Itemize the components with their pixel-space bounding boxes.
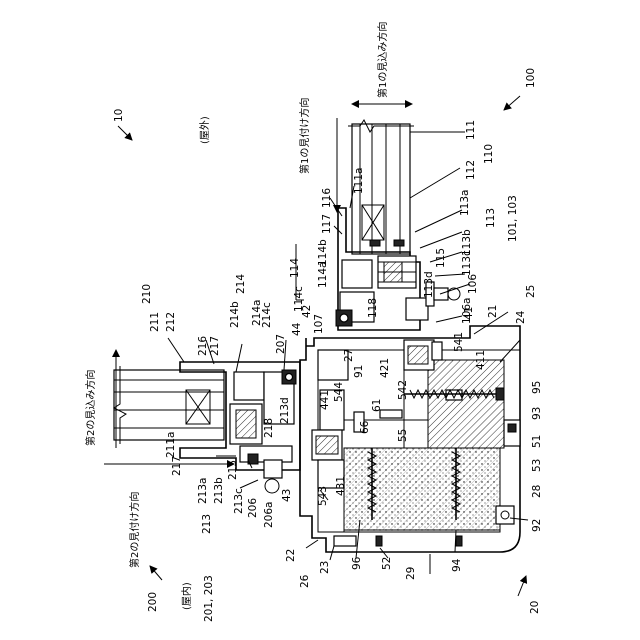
label-41: 41 <box>463 307 475 320</box>
label-28: 28 <box>531 485 543 498</box>
label-212: 212 <box>165 312 177 332</box>
label-206a: 206a <box>263 502 275 528</box>
label-543: 543 <box>317 486 329 506</box>
label-dir1-width: 第1の見付け方向 <box>298 98 311 174</box>
label-213d: 213d <box>279 397 291 424</box>
label-66: 66 <box>359 420 371 434</box>
label-dir2-depth: 第2の見込み方向 <box>84 370 97 446</box>
label-213c: 213c <box>233 488 245 514</box>
label-24: 24 <box>515 310 527 324</box>
label-dir1-depth: 第1の見込み方向 <box>376 22 389 98</box>
label-216: 216 <box>197 336 209 356</box>
label-542: 542 <box>397 380 409 400</box>
label-dir2-width: 第2の見付け方向 <box>128 492 141 568</box>
label-52: 52 <box>381 557 393 570</box>
label-113a: 113a <box>459 190 471 216</box>
label-94: 94 <box>451 558 463 572</box>
label-113c: 113c <box>461 250 473 276</box>
label-25: 25 <box>525 285 537 298</box>
label-112: 112 <box>465 160 477 180</box>
label-113: 113 <box>485 208 497 228</box>
label-53: 53 <box>531 459 543 472</box>
label-214b: 214b <box>229 301 241 328</box>
label-96: 96 <box>351 556 363 570</box>
label-29: 29 <box>405 567 417 580</box>
label-213: 213 <box>201 514 213 534</box>
label-22: 22 <box>285 549 297 562</box>
label-201-203: 201, 203 <box>203 575 215 622</box>
label-110: 110 <box>483 144 495 164</box>
label-outdoor: (屋外) <box>199 116 211 144</box>
label-441: 441 <box>319 390 331 410</box>
label-93: 93 <box>531 407 543 420</box>
label-42: 42 <box>301 305 313 318</box>
label-116: 116 <box>321 188 333 208</box>
label-111a: 111a <box>353 168 365 194</box>
label-118: 118 <box>367 298 379 318</box>
label-indoor: (屋内) <box>180 582 193 610</box>
label-111: 111 <box>465 120 477 140</box>
label-44: 44 <box>291 322 303 336</box>
label-544: 544 <box>333 382 345 402</box>
label-106: 106 <box>467 274 479 294</box>
label-541: 541 <box>453 332 465 352</box>
label-113d: 113d <box>423 271 435 298</box>
label-411: 411 <box>475 350 487 370</box>
label-10: 10 <box>113 109 125 122</box>
label-21: 21 <box>487 305 499 318</box>
label-115: 115 <box>435 248 447 268</box>
label-207: 207 <box>275 334 287 354</box>
label-114: 114 <box>289 258 301 278</box>
label-61: 61 <box>371 399 383 412</box>
label-210: 210 <box>141 284 153 304</box>
label-100: 100 <box>525 68 537 88</box>
label-213b: 213b <box>213 477 225 504</box>
corner-frame <box>300 326 520 552</box>
label-117: 117 <box>321 214 333 234</box>
label-95: 95 <box>531 381 543 394</box>
label-26: 26 <box>299 574 311 588</box>
label-431: 431 <box>335 476 347 496</box>
label-218: 218 <box>263 418 275 438</box>
label-20: 20 <box>529 601 541 614</box>
label-211: 211 <box>149 312 161 332</box>
label-55: 55 <box>397 429 409 442</box>
label-23: 23 <box>319 561 331 574</box>
label-200: 200 <box>147 592 159 612</box>
label-43: 43 <box>281 489 293 502</box>
label-214: 214 <box>235 274 247 294</box>
label-215: 215 <box>227 460 239 480</box>
label-101-103: 101, 103 <box>507 195 519 242</box>
label-214c: 214c <box>261 302 273 328</box>
label-217-top: 217 <box>209 336 221 356</box>
label-217-bottom: 217 <box>171 456 183 476</box>
label-211a: 211a <box>165 432 177 458</box>
label-92: 92 <box>531 519 543 532</box>
label-51: 51 <box>531 435 543 448</box>
label-213a: 213a <box>197 478 209 504</box>
label-91: 91 <box>353 365 365 378</box>
label-114b: 114b <box>317 239 329 266</box>
label-107: 107 <box>313 314 325 334</box>
label-206: 206 <box>247 498 259 518</box>
label-27: 27 <box>343 349 355 362</box>
label-421: 421 <box>379 358 391 378</box>
